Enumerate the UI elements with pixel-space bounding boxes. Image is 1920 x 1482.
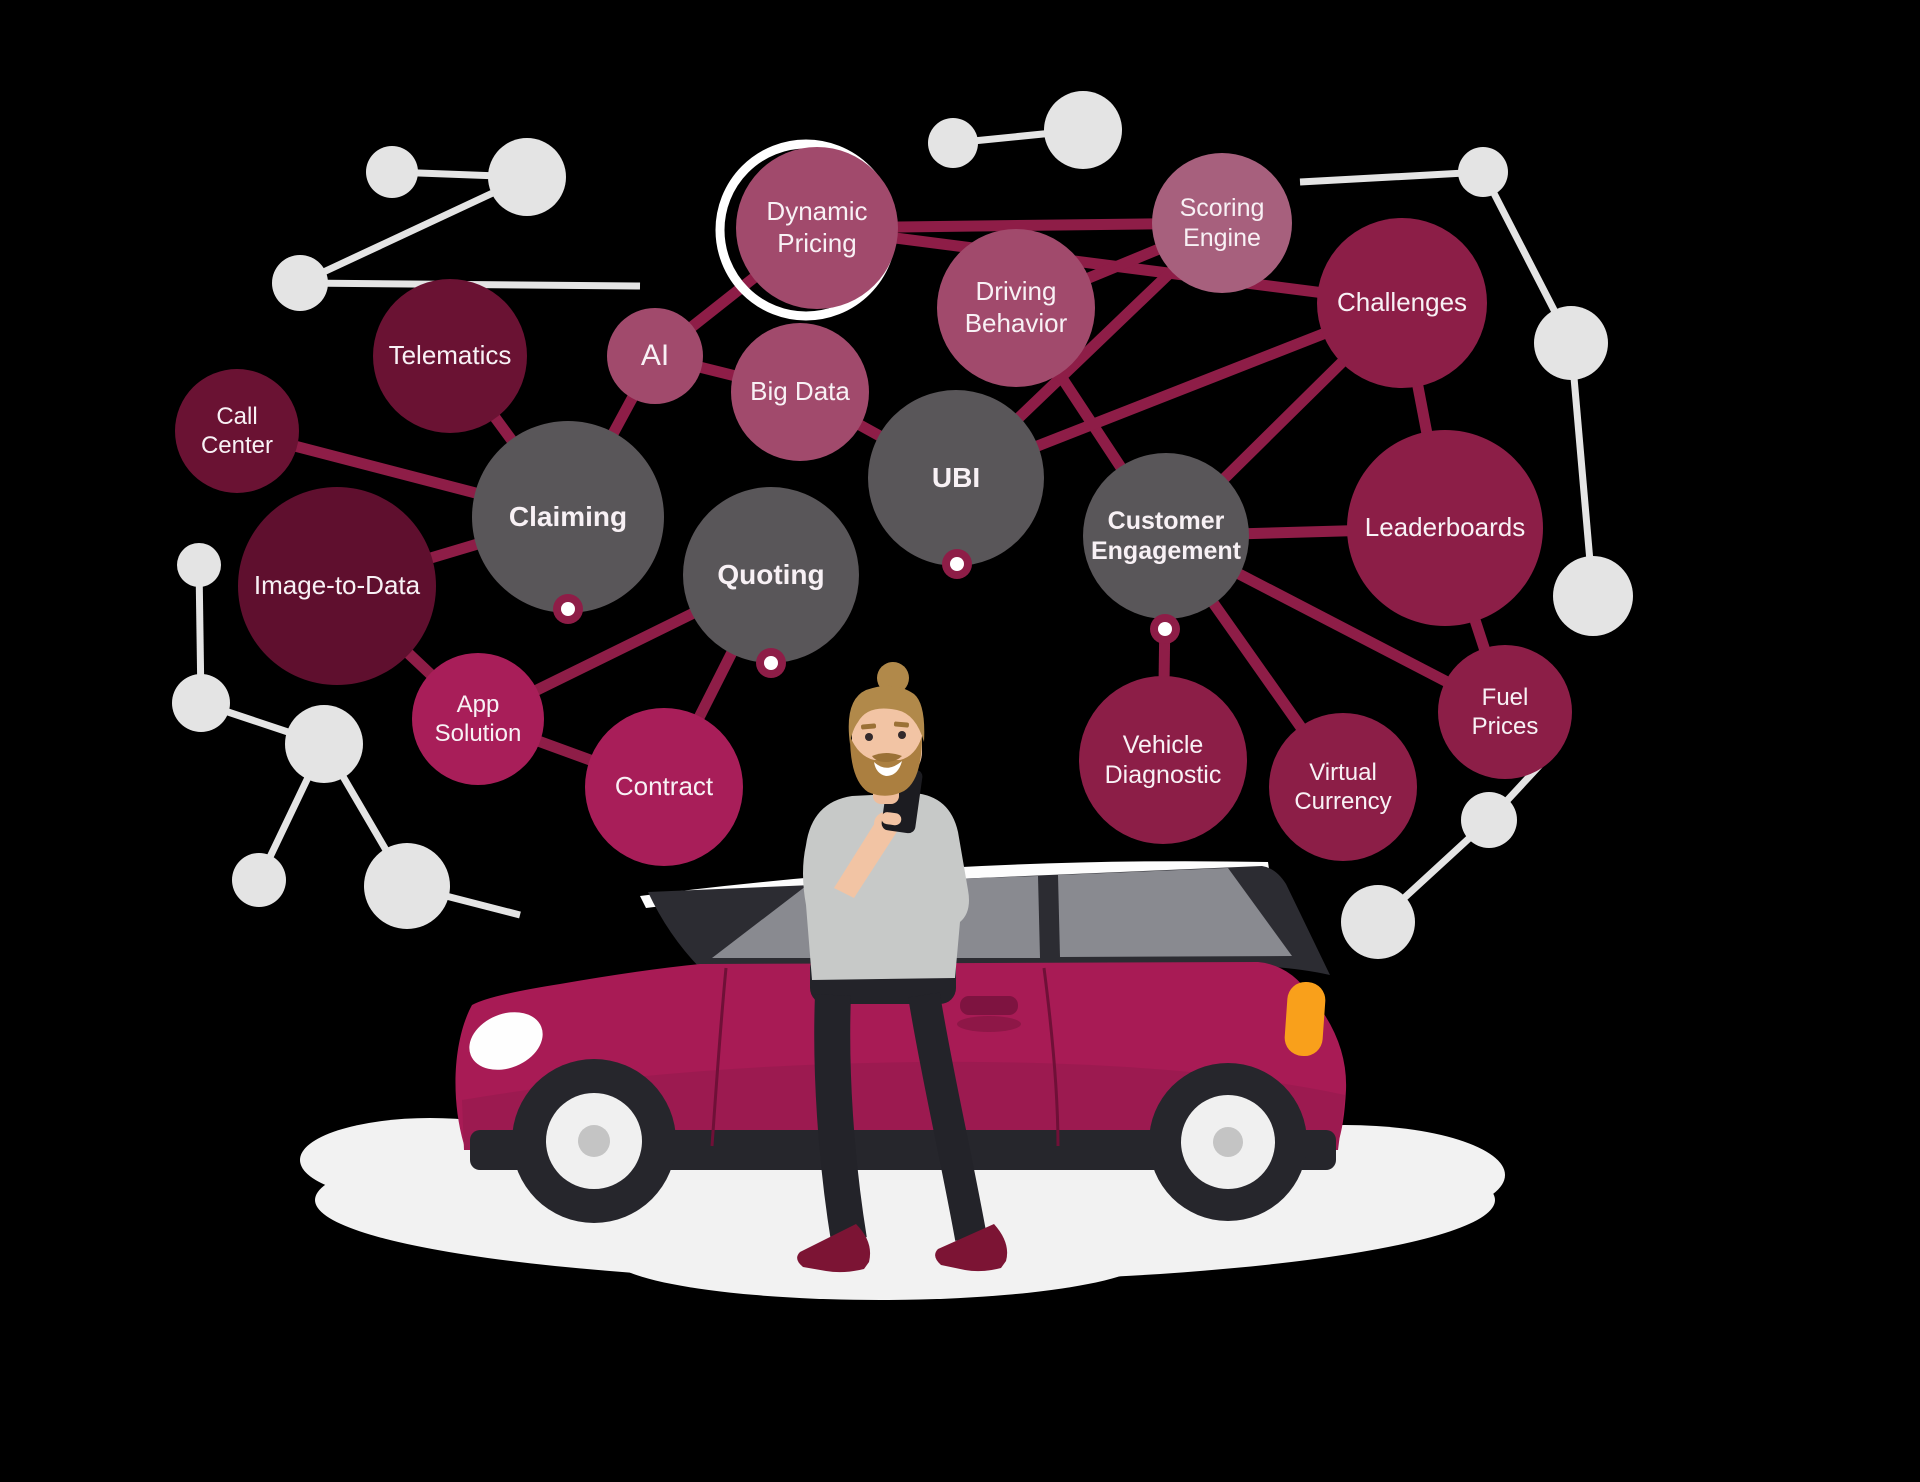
node-label: Vehicle Diagnostic xyxy=(1104,730,1222,790)
man-left-shoe xyxy=(797,1224,871,1273)
man-hair xyxy=(848,685,925,744)
node-customer-engagement: Customer Engagement xyxy=(1083,453,1249,619)
node-app-solution: App Solution xyxy=(412,653,544,785)
node-call-center: Call Center xyxy=(175,369,299,493)
man-right-brow xyxy=(893,721,909,728)
node-telematics: Telematics xyxy=(373,279,527,433)
node-label: Image-to-Data xyxy=(253,570,421,601)
man-mustache xyxy=(872,753,902,762)
man-right-shoe xyxy=(935,1224,1008,1272)
node-label: App Solution xyxy=(434,690,522,747)
connector-pin-ubi xyxy=(942,549,972,579)
man-left-leg xyxy=(814,994,867,1243)
node-label: Scoring Engine xyxy=(1179,193,1265,253)
node-label: Customer Engagement xyxy=(1090,506,1242,566)
node-label: Leaderboards xyxy=(1364,512,1526,543)
car-taillight xyxy=(1284,981,1326,1057)
node-scoring-engine: Scoring Engine xyxy=(1152,153,1292,293)
man-shirt xyxy=(803,793,969,980)
man-right-eye xyxy=(898,731,906,739)
car-rocker xyxy=(470,1130,1336,1170)
node-big-data: Big Data xyxy=(731,323,869,461)
man-forearm xyxy=(834,818,898,898)
man-illustration xyxy=(797,662,1008,1273)
connector-pin-customer-engagement xyxy=(1150,614,1180,644)
node-image-to-data: Image-to-Data xyxy=(238,487,436,685)
man-fingers xyxy=(881,812,902,826)
node-fuel-prices: Fuel Prices xyxy=(1438,645,1572,779)
car-rear-wheel xyxy=(1149,1063,1307,1221)
node-ai: AI xyxy=(607,308,703,404)
man-left-brow xyxy=(861,723,877,730)
node-dynamic-pricing: Dynamic Pricing xyxy=(736,147,898,309)
node-label: Dynamic Pricing xyxy=(766,196,868,258)
node-label: Fuel Prices xyxy=(1471,683,1539,740)
node-ubi: UBI xyxy=(868,390,1044,566)
node-claiming: Claiming xyxy=(472,421,664,613)
node-driving-behavior: Driving Behavior xyxy=(937,229,1095,387)
node-virtual-currency: Virtual Currency xyxy=(1269,713,1417,861)
node-quoting: Quoting xyxy=(683,487,859,663)
node-leaderboards: Leaderboards xyxy=(1347,430,1543,626)
molecule-network-background xyxy=(172,91,1633,959)
node-label: Driving Behavior xyxy=(964,276,1068,338)
node-vehicle-diagnostic: Vehicle Diagnostic xyxy=(1079,676,1247,844)
node-label: Claiming xyxy=(508,500,628,532)
car-body-lower-shade xyxy=(462,1061,1345,1150)
man-left-eye xyxy=(865,733,873,741)
man-right-leg xyxy=(908,992,987,1241)
connector-pin-claiming xyxy=(553,594,583,624)
node-label: Challenges xyxy=(1336,287,1468,318)
car-door-handle xyxy=(960,996,1018,1015)
car-front-wheel xyxy=(512,1059,676,1223)
connector-pin-quoting xyxy=(756,648,786,678)
car-headlight xyxy=(469,1012,543,1070)
node-label: UBI xyxy=(931,461,981,493)
node-contract: Contract xyxy=(585,708,743,866)
car-door-handle-shadow xyxy=(957,1016,1021,1032)
man-beard xyxy=(850,736,922,796)
node-challenges: Challenges xyxy=(1317,218,1487,388)
node-label: Telematics xyxy=(388,340,512,371)
node-label: Call Center xyxy=(200,402,274,459)
node-label: Virtual Currency xyxy=(1294,758,1392,815)
node-label: AI xyxy=(640,338,670,372)
man-smile xyxy=(874,761,902,776)
node-label: Big Data xyxy=(750,376,850,407)
node-label: Quoting xyxy=(717,558,825,590)
node-label: Contract xyxy=(614,771,714,802)
